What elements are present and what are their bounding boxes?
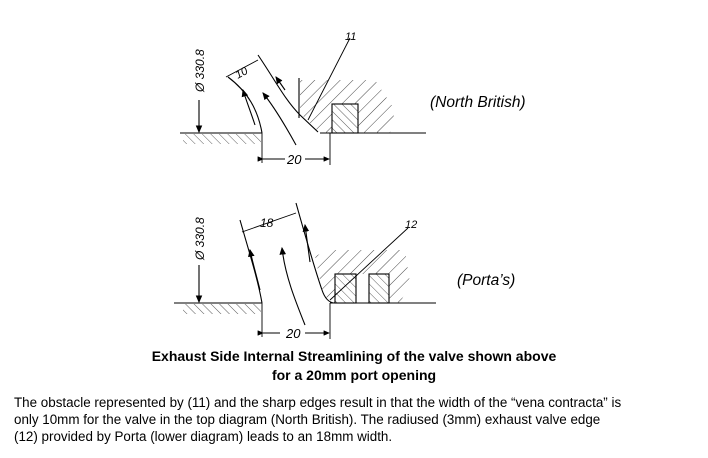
diameter-label: Ø 330.8 [193,49,207,93]
port-wall [239,219,263,304]
seat-hatch-left [183,304,261,314]
seat-hatch-left [183,134,261,144]
flow-arrow [262,92,297,146]
valve-ring-block [368,273,390,304]
caption-line: Exhaust Side Internal Streamlining of th… [151,348,557,364]
width-dim-label: 10 [233,65,250,82]
north-british-diagram [180,37,426,165]
flow-arrow [248,248,261,291]
width-dim-line [241,212,297,233]
porta-diagram [174,202,436,339]
flow-arrow [241,88,256,126]
description-paragraph: The obstacle represented by (11) and the… [14,394,704,445]
callout-leader-11 [307,37,351,121]
description-line: The obstacle represented by (11) and the… [14,395,622,410]
callout-12: 12 [405,219,417,231]
description-line: (12) provided by Porta (lower diagram) l… [14,429,393,444]
porta-label: (Porta’s) [457,272,515,289]
valve-hatch [300,80,395,133]
port-dim-label: 20 [285,326,301,341]
callout-leader-12 [329,227,409,301]
valve-ring-block [331,103,359,134]
flow-arrow [275,76,286,91]
north-british-label: (North British) [430,94,526,111]
port-dim-label: 20 [286,152,302,167]
valve-edge [257,54,319,133]
width-dim-line [225,59,259,78]
description-line: only 10mm for the valve in the top diagr… [14,412,601,427]
callout-11: 11 [345,31,356,43]
caption-line: for a 20mm port opening [271,367,437,383]
port-wall [227,76,263,134]
flow-arrow [302,223,311,263]
width-dim-label: 18 [260,216,274,230]
flow-arrow [279,246,306,326]
diameter-label: Ø 330.8 [193,217,207,261]
valve-hatch [315,250,410,303]
figure-caption: Exhaust Side Internal Streamlining of th… [0,347,708,385]
